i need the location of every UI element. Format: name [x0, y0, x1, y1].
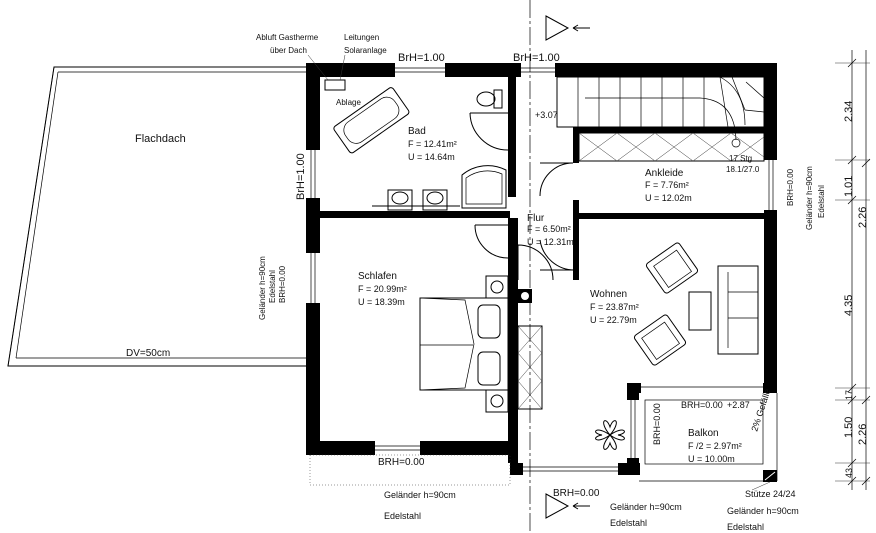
bad-area: F = 12.41m²	[408, 139, 457, 149]
railing-balkon-1: Geländer h=90cm	[727, 506, 799, 516]
schlafen-name: Schlafen	[358, 271, 397, 282]
balcony	[639, 393, 778, 482]
wohnen-name: Wohnen	[590, 289, 627, 300]
flur-area: Flur F = 6.50m² U = 12.31m +3.07	[474, 110, 576, 410]
railing-left-1: Geländer h=90cm	[258, 256, 267, 320]
bedroom-furniture	[419, 275, 509, 413]
bathroom-fixtures: Ablage	[324, 79, 509, 211]
walls	[306, 63, 777, 475]
railing-left-2: Edelstahl	[268, 270, 277, 303]
lines-line-2: Solaranlage	[344, 46, 387, 55]
flur-area-text: F = 6.50m²	[527, 224, 571, 234]
railing-left-3: BRH=0.00	[278, 265, 287, 303]
bathtub	[333, 87, 410, 154]
plant-icon	[595, 420, 625, 450]
railing-bottom-wohnen-2: Edelstahl	[610, 518, 647, 528]
bad-perimeter: U = 14.64m	[408, 152, 455, 162]
flur-perimeter: U = 12.31m	[527, 237, 574, 247]
stair-ratio: 18.1/27.0	[726, 165, 760, 174]
bad-door	[469, 112, 509, 151]
wohnen-door	[539, 239, 576, 271]
balkon-area: F /2 = 2.97m²	[688, 441, 742, 451]
toilet	[476, 89, 503, 109]
sofa	[717, 265, 759, 355]
dim-435: 4.35	[843, 295, 855, 316]
ablage-label: Ablage	[336, 98, 361, 107]
sink-right	[422, 189, 448, 211]
dim-226-a: 2.26	[857, 207, 869, 228]
flachdach-label: Flachdach	[135, 133, 186, 145]
brh-balkon: BRH=0.00	[681, 400, 723, 410]
section-marker-bottom-icon	[545, 493, 570, 519]
exhaust-line-1: Abluft Gastherme	[256, 33, 319, 42]
dimension-chain: 2.34 1.01 4.35 1.50 43 2.26 17 2.26	[835, 50, 871, 490]
railing-right-3: Edelstahl	[817, 185, 826, 218]
flat-roof: Flachdach DV=50cm	[7, 66, 313, 367]
exhaust-line-2: über Dach	[270, 46, 307, 55]
slope-label: 2% Gefälle	[749, 388, 772, 433]
brh-left-bad: BrH=1.00	[295, 153, 307, 200]
dim-43: 43	[844, 468, 854, 478]
railing-right-2: Geländer h=90cm	[805, 166, 814, 230]
dim-150: 1.50	[843, 417, 855, 438]
bed	[419, 297, 509, 391]
schlafen-door	[474, 224, 509, 259]
shower	[461, 165, 507, 209]
brh-balkon-side: BRH=0.00	[652, 403, 662, 445]
boiler	[324, 79, 346, 91]
flur-door	[517, 244, 554, 281]
dv-label: DV=50cm	[126, 348, 170, 359]
balkon-name: Balkon	[688, 428, 719, 439]
brh-top-bad: BrH=1.00	[398, 52, 445, 64]
annotations: Abluft Gastherme über Dach Leitungen Sol…	[256, 33, 826, 532]
dim-101: 1.01	[843, 176, 855, 197]
ankleide-perimeter: U = 12.02m	[645, 193, 692, 203]
level-balkon: +2.87	[727, 400, 750, 410]
brh-bottom-schlafen: BRH=0.00	[378, 457, 425, 468]
dim-226-b: 2.26	[857, 424, 869, 445]
railing-balkon-2: Edelstahl	[727, 522, 764, 532]
staircase: 17 Stg 18.1/27.0	[556, 76, 765, 174]
armchair-lower	[633, 314, 687, 366]
ankleide-area: F = 7.76m²	[645, 180, 689, 190]
living-furniture	[633, 242, 759, 366]
wohnen-perimeter: U = 22.79m	[590, 315, 637, 325]
ankleide-door	[539, 162, 574, 197]
railing-bottom-wohnen-1: Geländer h=90cm	[610, 502, 682, 512]
railing-bottom-schlafen-1: Geländer h=90cm	[384, 490, 456, 500]
flur-name: Flur	[527, 213, 545, 224]
ankleide-name: Ankleide	[645, 168, 684, 179]
windows	[306, 63, 777, 475]
bad-name: Bad	[408, 126, 426, 137]
balkon-perimeter: U = 10.00m	[688, 454, 735, 464]
brh-bottom-wohnen: BRH=0.00	[553, 488, 600, 499]
lines-line-1: Leitungen	[344, 33, 379, 42]
railing-right-1: BRH=0.00	[786, 168, 795, 206]
schlafen-perimeter: U = 18.39m	[358, 297, 405, 307]
column-label: Stütze 24/24	[745, 489, 796, 499]
stair-count: 17 Stg	[729, 154, 752, 163]
wohnen-area: F = 23.87m²	[590, 302, 639, 312]
armchair-upper	[645, 242, 699, 294]
flur-level: +3.07	[535, 110, 558, 120]
brh-top-flur: BrH=1.00	[513, 52, 560, 64]
sink-left	[387, 189, 413, 211]
coffee-table	[688, 291, 712, 331]
section-marker-top-icon	[545, 15, 570, 41]
dim-17: 17	[844, 390, 854, 400]
dim-234: 2.34	[843, 101, 855, 122]
schlafen-area: F = 20.99m²	[358, 284, 407, 294]
railing-bottom-schlafen-2: Edelstahl	[384, 511, 421, 521]
section-line	[529, 0, 590, 533]
